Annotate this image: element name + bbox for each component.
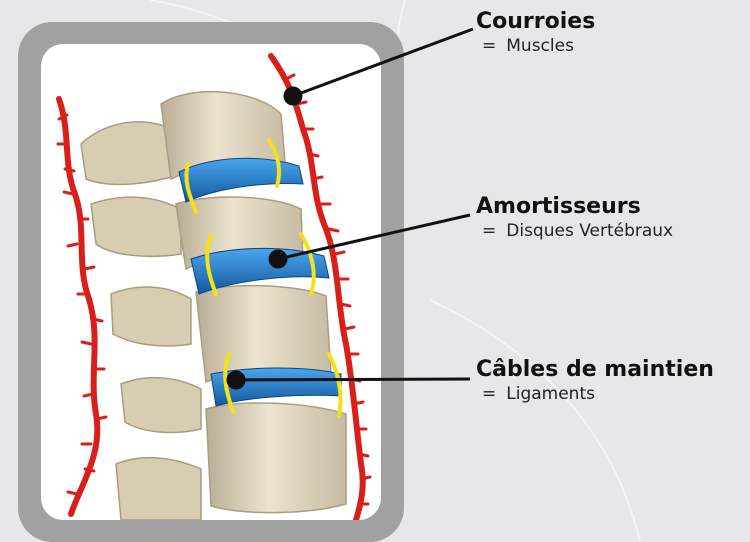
equals-sign: = — [482, 36, 496, 56]
label-title: Amortisseurs — [476, 194, 673, 220]
spine-illustration — [41, 44, 381, 520]
image-frame — [18, 22, 404, 542]
label-subtitle: = Ligaments — [482, 383, 714, 405]
label-ligaments: Câbles de maintien = Ligaments — [476, 357, 714, 405]
label-title: Courroies — [476, 9, 595, 35]
label-subtitle-text: Ligaments — [506, 384, 595, 404]
label-muscles: Courroies = Muscles — [476, 9, 595, 57]
label-subtitle-text: Disques Vertébraux — [506, 221, 673, 241]
label-subtitle: = Muscles — [482, 35, 595, 57]
spine-illustration-panel — [41, 44, 381, 520]
equals-sign: = — [482, 384, 496, 404]
label-discs: Amortisseurs = Disques Vertébraux — [476, 194, 673, 242]
label-title: Câbles de maintien — [476, 357, 714, 383]
label-subtitle-text: Muscles — [506, 36, 574, 56]
equals-sign: = — [482, 221, 496, 241]
label-subtitle: = Disques Vertébraux — [482, 220, 673, 242]
